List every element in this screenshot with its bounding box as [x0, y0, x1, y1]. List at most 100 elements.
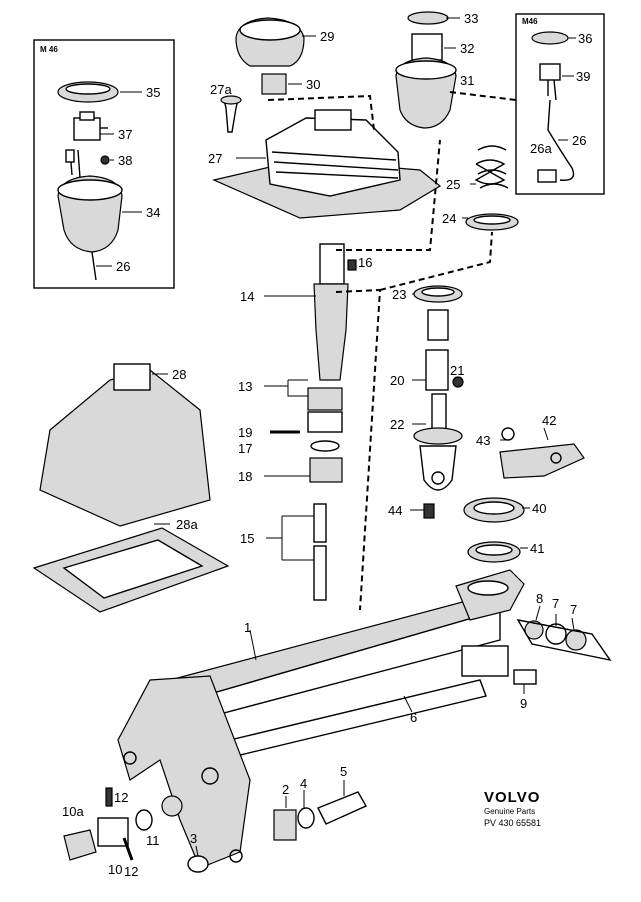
part-5 [317, 791, 367, 825]
callout-2: 2 [282, 782, 289, 797]
callout-35: 35 [146, 85, 160, 100]
callout-27a: 27a [210, 82, 232, 97]
callout-10: 10 [108, 862, 122, 877]
part-10a [63, 829, 97, 861]
callout-25: 25 [446, 177, 460, 192]
part-27a [223, 99, 239, 133]
callout-14: 14 [240, 289, 254, 304]
part-26-right [547, 99, 575, 181]
part-28a [32, 527, 230, 613]
leader-lines [96, 17, 576, 857]
inset-left: M 46 [33, 39, 175, 289]
callout-38: 38 [118, 153, 132, 168]
part-15a [313, 503, 327, 543]
part-18 [309, 457, 343, 483]
callout-32: 32 [460, 41, 474, 56]
part-3 [187, 855, 209, 873]
part-26-left [91, 251, 97, 281]
part-37 [73, 117, 101, 141]
callout-3: 3 [190, 831, 197, 846]
callout-21: 21 [450, 363, 464, 378]
part-14 [313, 243, 349, 381]
part-38 [100, 155, 110, 165]
part-11 [135, 809, 153, 831]
part-43 [501, 427, 515, 441]
part-15b [313, 545, 327, 601]
brand-sub: Genuine Parts [484, 807, 535, 816]
callout-9: 9 [520, 696, 527, 711]
callout-27: 27 [208, 151, 222, 166]
callout-31: 31 [460, 73, 474, 88]
part-12a [105, 787, 113, 807]
callout-36: 36 [578, 31, 592, 46]
callout-26a: 26a [530, 141, 552, 156]
part-29 [235, 17, 305, 67]
callout-12a: 12 [114, 790, 128, 805]
part-26a [537, 169, 557, 183]
callout-labels: 29 30 27a 35 37 38 34 26 33 32 31 36 39 … [62, 11, 592, 879]
callout-23: 23 [392, 287, 406, 302]
callout-28: 28 [172, 367, 186, 382]
inset-left-title: M 46 [40, 45, 58, 54]
part-21 [452, 376, 464, 388]
callout-6: 6 [410, 710, 417, 725]
brand-name: VOLVO [484, 789, 540, 806]
callout-33: 33 [464, 11, 478, 26]
callout-30: 30 [306, 77, 320, 92]
inset-right: M46 [515, 13, 605, 195]
brand-block: VOLVO Genuine Parts PV 430 65581 [484, 789, 541, 828]
callout-44: 44 [388, 503, 402, 518]
part-39 [539, 63, 561, 81]
callout-28a: 28a [176, 517, 198, 532]
part-16 [347, 259, 357, 271]
front-frame [117, 675, 251, 869]
part-20 [427, 309, 449, 341]
part-2 [273, 809, 297, 841]
callout-10a: 10a [62, 804, 84, 819]
part-32 [411, 33, 443, 61]
callout-5: 5 [340, 764, 347, 779]
part-7b [565, 629, 587, 651]
part-13b [307, 411, 343, 433]
part-25 [474, 145, 509, 189]
part-30 [261, 73, 287, 95]
callout-7a: 7 [552, 596, 559, 611]
callout-12b: 12 [124, 864, 138, 879]
part-36 [531, 31, 569, 45]
part-13a [307, 387, 343, 411]
part-22 [413, 393, 463, 491]
callout-15: 15 [240, 531, 254, 546]
part-4 [297, 807, 315, 829]
callout-13: 13 [238, 379, 252, 394]
part-44 [423, 503, 435, 519]
callout-39: 39 [576, 69, 590, 84]
part-8 [524, 620, 544, 640]
callout-26-right: 26 [572, 133, 586, 148]
callout-26: 26 [116, 259, 130, 274]
callout-1: 1 [244, 620, 251, 635]
part-17 [310, 440, 340, 452]
callout-19: 19 [238, 425, 252, 440]
callout-34: 34 [146, 205, 160, 220]
part-33 [407, 11, 449, 25]
callout-7b: 7 [570, 602, 577, 617]
callout-11: 11 [146, 833, 160, 848]
callout-18: 18 [238, 469, 252, 484]
brand-code: PV 430 65581 [484, 818, 541, 828]
callout-8: 8 [536, 591, 543, 606]
callout-29: 29 [320, 29, 334, 44]
part-42 [499, 443, 585, 479]
callout-16: 16 [358, 255, 372, 270]
callout-24: 24 [442, 211, 456, 226]
part-27 [212, 109, 442, 219]
callout-43: 43 [476, 433, 490, 448]
callout-20: 20 [390, 373, 404, 388]
callout-37: 37 [118, 127, 132, 142]
inset-right-title: M46 [522, 17, 538, 26]
callout-22: 22 [390, 417, 404, 432]
part-28 [39, 363, 211, 527]
part-9 [513, 669, 537, 685]
callout-42: 42 [542, 413, 556, 428]
